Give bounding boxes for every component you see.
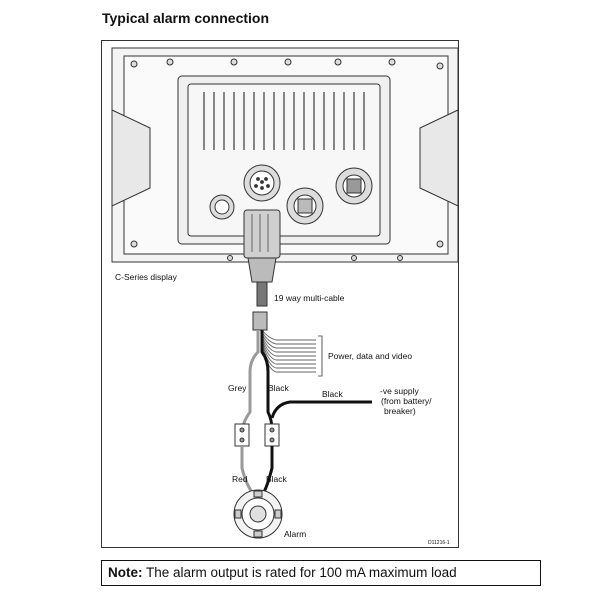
grey-label: Grey	[228, 383, 247, 393]
black-top-label: Black	[268, 383, 290, 393]
red-wire	[240, 446, 254, 493]
black-wire-lower	[262, 446, 274, 493]
power-bracket	[318, 335, 323, 377]
supply-label-3: breaker)	[384, 406, 416, 416]
connector-multipin	[243, 164, 281, 202]
multi-cable-plug	[243, 209, 281, 331]
note-box: Note: The alarm output is rated for 100 …	[101, 560, 541, 586]
terminal-block-grey	[234, 423, 250, 447]
diagram-frame	[101, 40, 459, 548]
power-label: Power, data and video	[328, 351, 412, 361]
connector-small	[209, 194, 235, 220]
note-prefix: Note:	[108, 565, 143, 580]
supply-wire	[270, 400, 372, 419]
grey-wire	[240, 330, 260, 431]
page-title: Typical alarm connection	[102, 10, 270, 26]
supply-label-2: (from battery/	[381, 396, 432, 406]
connector-center	[286, 187, 324, 225]
power-data-video-wires	[261, 329, 316, 373]
note-text: The alarm output is rated for 100 mA max…	[146, 565, 457, 580]
black-side-label: Black	[322, 389, 344, 399]
red-label: Red	[232, 474, 248, 484]
c-series-display	[111, 47, 459, 263]
connector-right	[335, 167, 373, 205]
cable-label: 19 way multi-cable	[274, 293, 345, 303]
alarm-buzzer	[233, 489, 283, 539]
display-label: C-Series display	[115, 272, 178, 282]
alarm-label: Alarm	[284, 529, 306, 539]
terminal-block-black	[264, 423, 280, 447]
diagram-code: D11216-1	[428, 540, 450, 546]
black-bottom-label: Black	[266, 474, 288, 484]
supply-label-1: -ve supply	[380, 386, 419, 396]
